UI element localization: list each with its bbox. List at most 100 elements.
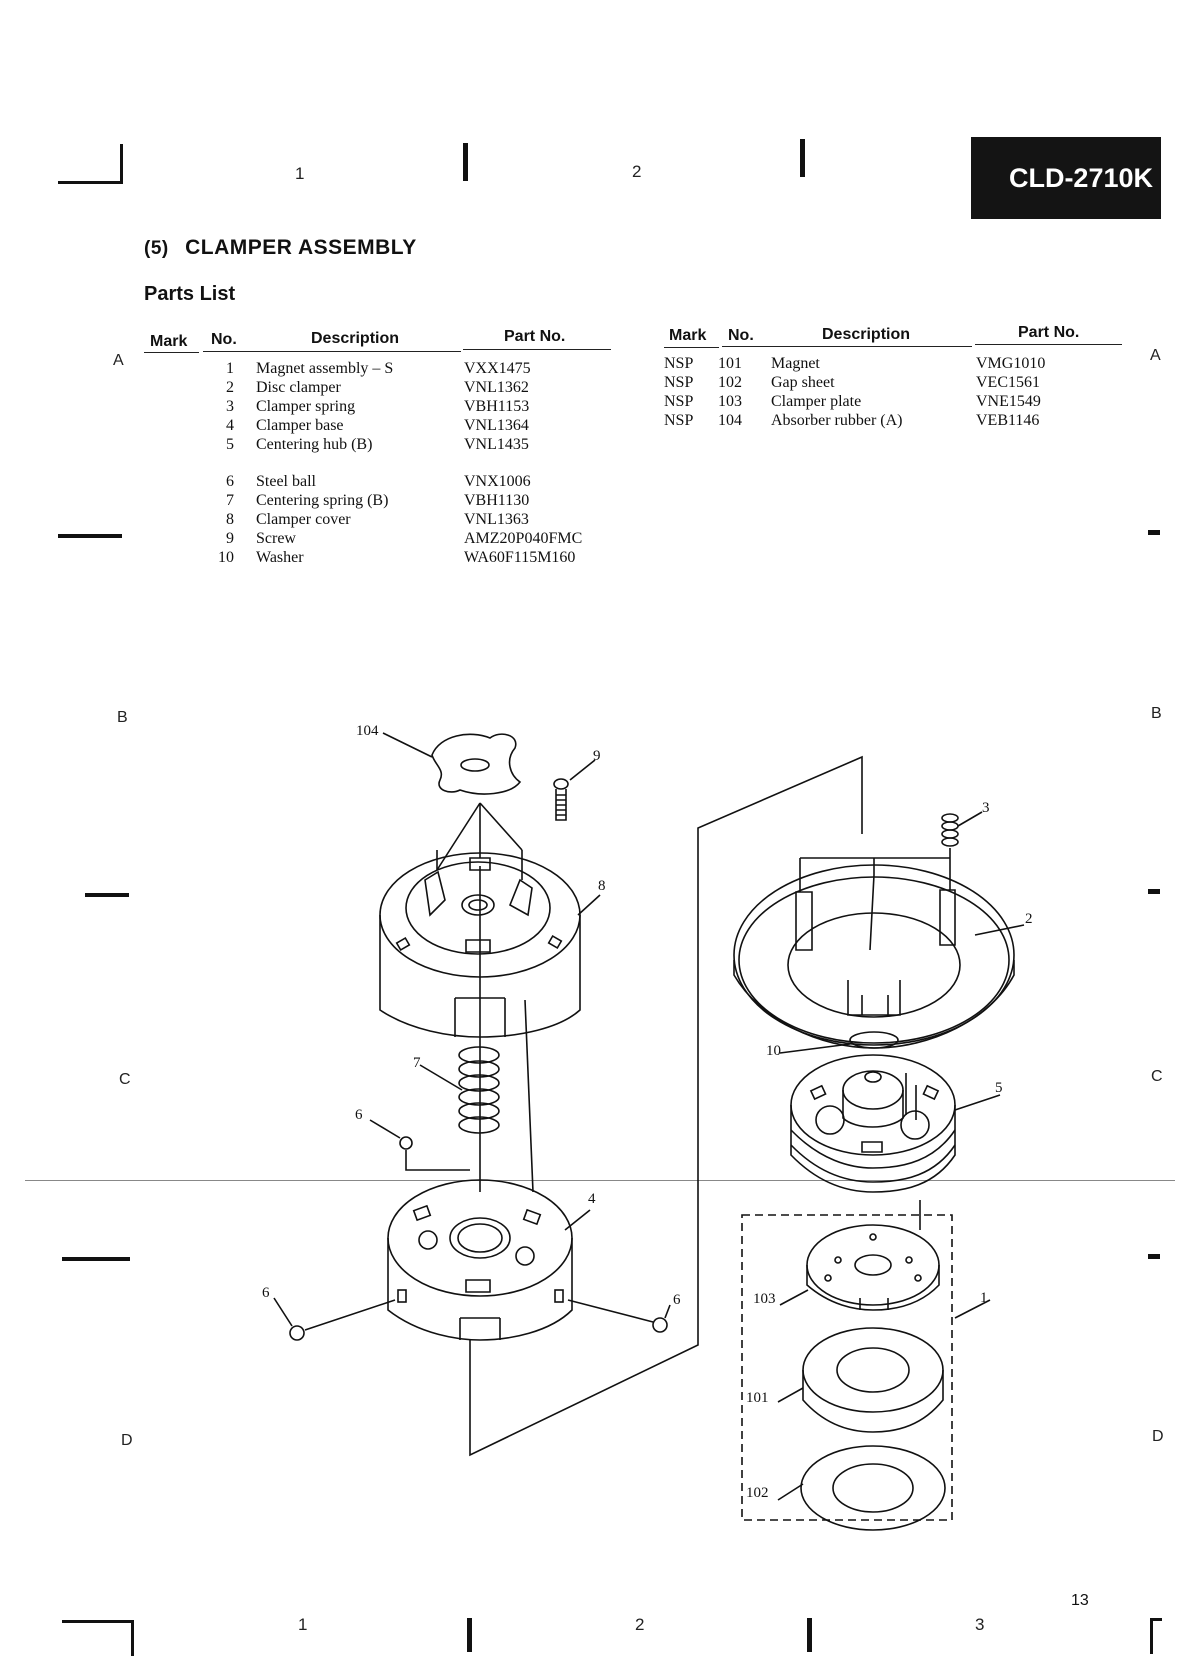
screw-head — [553, 778, 569, 790]
part-description: Steel ball — [256, 473, 316, 490]
left-header-mark: Mark — [150, 333, 188, 350]
part-code: VEB1146 — [976, 412, 1040, 429]
part-code: WA60F115M160 — [464, 549, 576, 566]
grid-row-c-right: C — [1151, 1068, 1163, 1085]
callout-7: 7 — [413, 1055, 421, 1071]
part-code: VNL1364 — [464, 417, 529, 434]
callout-1: 1 — [980, 1290, 988, 1306]
callout-6-lower-left: 6 — [262, 1285, 270, 1301]
edge-mark-left-2 — [85, 893, 129, 897]
absorber-rubber-shape — [431, 733, 522, 795]
callout-103: 103 — [753, 1291, 776, 1307]
part-code: AMZ20P040FMC — [464, 530, 583, 547]
part-code: VBH1130 — [464, 492, 530, 509]
callout-4: 4 — [588, 1191, 596, 1207]
corner-mark-bottom-right-vertical — [1150, 1618, 1153, 1654]
callout-10: 10 — [766, 1043, 781, 1059]
part-description: Screw — [256, 530, 296, 547]
left-header-rule-2 — [203, 351, 461, 352]
grid-row-c-left: C — [119, 1071, 131, 1088]
part-description: Clamper plate — [771, 393, 862, 410]
part-description: Magnet assembly – S — [256, 360, 394, 377]
callout-5: 5 — [995, 1080, 1003, 1096]
part-code: VBH1153 — [464, 398, 530, 415]
tick-mark-bottom-1 — [467, 1618, 472, 1652]
part-number: 3 — [226, 398, 234, 415]
right-header-no: No. — [728, 327, 754, 344]
part-description: Absorber rubber (A) — [771, 412, 903, 429]
part-number: 2 — [226, 379, 234, 396]
grid-column-1-bottom: 1 — [298, 1615, 308, 1634]
corner-mark-bottom-left-vertical — [131, 1620, 134, 1656]
left-header-rule-1 — [144, 352, 199, 353]
grid-row-d-left: D — [121, 1432, 133, 1449]
steel-ball-lower-right — [652, 1317, 668, 1333]
grid-column-2-top: 2 — [632, 162, 642, 181]
page-number: 13 — [1071, 1592, 1089, 1609]
part-code: VEC1561 — [976, 374, 1040, 391]
part-code: VNL1362 — [464, 379, 529, 396]
part-mark: NSP — [664, 374, 694, 391]
part-description: Magnet — [771, 355, 820, 372]
part-number: 10 — [218, 549, 234, 566]
centering-spring — [458, 1046, 500, 1134]
gap-sheet — [800, 1445, 946, 1531]
left-header-rule-3 — [463, 349, 611, 350]
part-number: 8 — [226, 511, 234, 528]
part-code: VNX1006 — [464, 473, 531, 490]
part-description: Clamper cover — [256, 511, 351, 528]
right-header-description: Description — [822, 326, 911, 343]
callout-102: 102 — [746, 1485, 769, 1501]
part-code: VNL1435 — [464, 436, 529, 453]
part-number: 103 — [718, 393, 742, 410]
edge-mark-left-1 — [58, 534, 122, 538]
part-number: 6 — [226, 473, 234, 490]
right-header-rule-2 — [722, 346, 972, 347]
section-number: (5) — [144, 238, 169, 259]
part-description: Centering spring (B) — [256, 492, 389, 509]
corner-mark-top-left — [58, 181, 123, 184]
steel-ball-upper — [399, 1136, 413, 1150]
part-description: Clamper spring — [256, 398, 356, 415]
steel-ball-lower-left — [289, 1325, 305, 1341]
corner-mark-top-left-vertical — [120, 144, 123, 184]
section-heading: (5) CLAMPER ASSEMBLY — [144, 236, 417, 260]
part-number: 7 — [226, 492, 234, 509]
magnet-top — [802, 1327, 944, 1413]
edge-mark-left-3 — [62, 1257, 130, 1261]
callout-2: 2 — [1025, 911, 1033, 927]
callout-3: 3 — [982, 800, 990, 816]
edge-mark-right-1 — [1148, 530, 1160, 535]
model-badge: CLD-2710K — [971, 137, 1161, 219]
grid-column-2-bottom: 2 — [635, 1615, 645, 1634]
part-description: Clamper base — [256, 417, 344, 434]
clamper-spring — [941, 813, 959, 847]
corner-mark-bottom-left — [62, 1620, 134, 1623]
grid-row-a-right: A — [1150, 347, 1161, 364]
edge-mark-right-2 — [1148, 889, 1160, 894]
part-description: Disc clamper — [256, 379, 341, 396]
tick-mark-bottom-2 — [807, 1618, 812, 1652]
part-number: 104 — [718, 412, 742, 429]
fold-line — [25, 1180, 1175, 1181]
part-number: 1 — [226, 360, 234, 377]
magnet-assembly-box — [741, 1214, 953, 1521]
part-code: VXX1475 — [464, 360, 531, 377]
centering-hub-top — [790, 1054, 956, 1156]
grid-row-b-right: B — [1151, 705, 1162, 722]
tick-mark-top-1 — [463, 143, 468, 181]
model-badge-text: CLD-2710K — [1008, 162, 1153, 193]
part-number: 102 — [718, 374, 742, 391]
part-mark: NSP — [664, 355, 694, 372]
part-description: Gap sheet — [771, 374, 835, 391]
callout-101: 101 — [746, 1390, 769, 1406]
callout-8: 8 — [598, 878, 606, 894]
left-header-description: Description — [311, 330, 400, 347]
clamper-plate — [806, 1224, 940, 1306]
washer — [849, 1031, 899, 1049]
grid-column-3-bottom: 3 — [975, 1615, 985, 1634]
grid-row-d-right: D — [1152, 1428, 1164, 1445]
parts-list-title: Parts List — [144, 283, 236, 305]
left-header-no: No. — [211, 331, 237, 348]
